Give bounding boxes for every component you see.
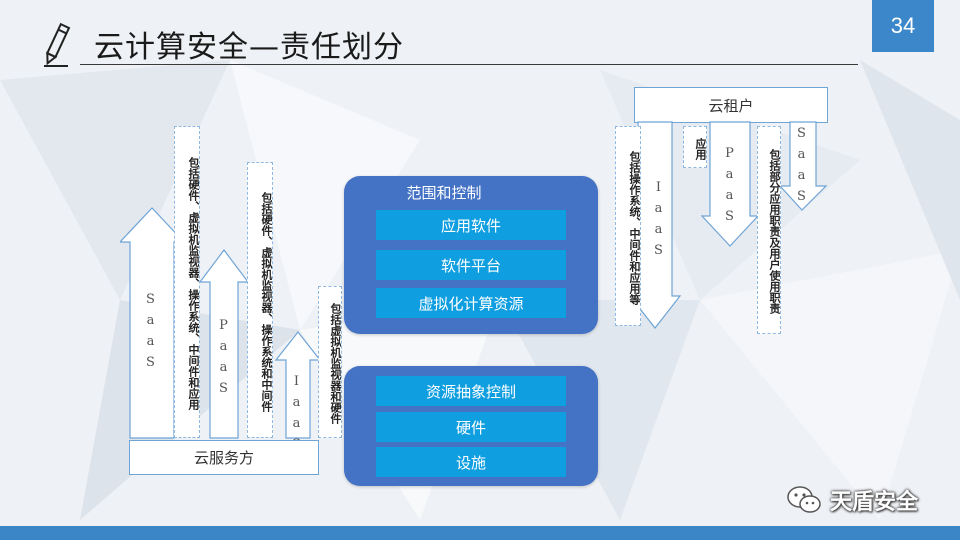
scope-panel-title: 范围和控制 [406,184,482,202]
scope-row-virtual: 虚拟化计算资源 [376,288,566,318]
tenant-saas-label: SaaS [794,126,809,210]
page-title: 云计算安全—责任划分 [94,30,404,65]
watermark-text: 天盾安全 [830,490,919,515]
infra-row-hardware: 硬件 [376,412,566,442]
provider-iaas-label: IaaS [289,374,304,458]
tenant-saas-note: 包括部分应用职责及用户使用职责 [757,126,781,334]
provider-saas-note: 包括硬件、虚拟机监视器、操作系统、中间件和应用 [174,126,200,438]
scope-panel: 范围和控制 应用软件 软件平台 虚拟化计算资源 [344,176,598,334]
wechat-icon [787,486,821,513]
tenant-saas-arrow [778,121,828,211]
provider-paas-note: 包括硬件、虚拟机监视器、操作系统和中间件 [247,162,273,438]
page-number-badge: 34 [872,0,934,52]
provider-arrows [120,207,322,439]
provider-iaas-arrow [274,331,322,439]
infra-row-facility: 设施 [376,447,566,477]
tenant-paas-arrow [700,121,760,247]
title-divider [80,64,858,65]
provider-paas-label: PaaS [216,318,231,402]
tenant-paas-note: 应用 [683,126,707,168]
scope-row-app: 应用软件 [376,210,566,240]
tenant-paas-label: PaaS [722,146,737,230]
provider-paas-arrow [198,249,250,439]
tenant-arrows [630,121,828,329]
scope-row-platform: 软件平台 [376,250,566,280]
provider-saas-label: SaaS [143,292,158,376]
tenant-iaas-note: 包括操作系统、中间件和应用等 [615,126,641,326]
bottom-bar [0,526,960,540]
tenant-iaas-label: IaaS [651,180,666,264]
provider-label: 云服务方 [129,440,319,475]
infra-row-resource: 资源抽象控制 [376,376,566,406]
watermark: 天盾安全 [786,484,918,516]
tenant-label: 云租户 [634,87,828,123]
provider-iaas-note: 包括虚拟机监视器和硬件 [318,286,342,438]
pencil-icon [44,22,71,67]
infra-panel: 资源抽象控制 硬件 设施 [344,366,598,486]
